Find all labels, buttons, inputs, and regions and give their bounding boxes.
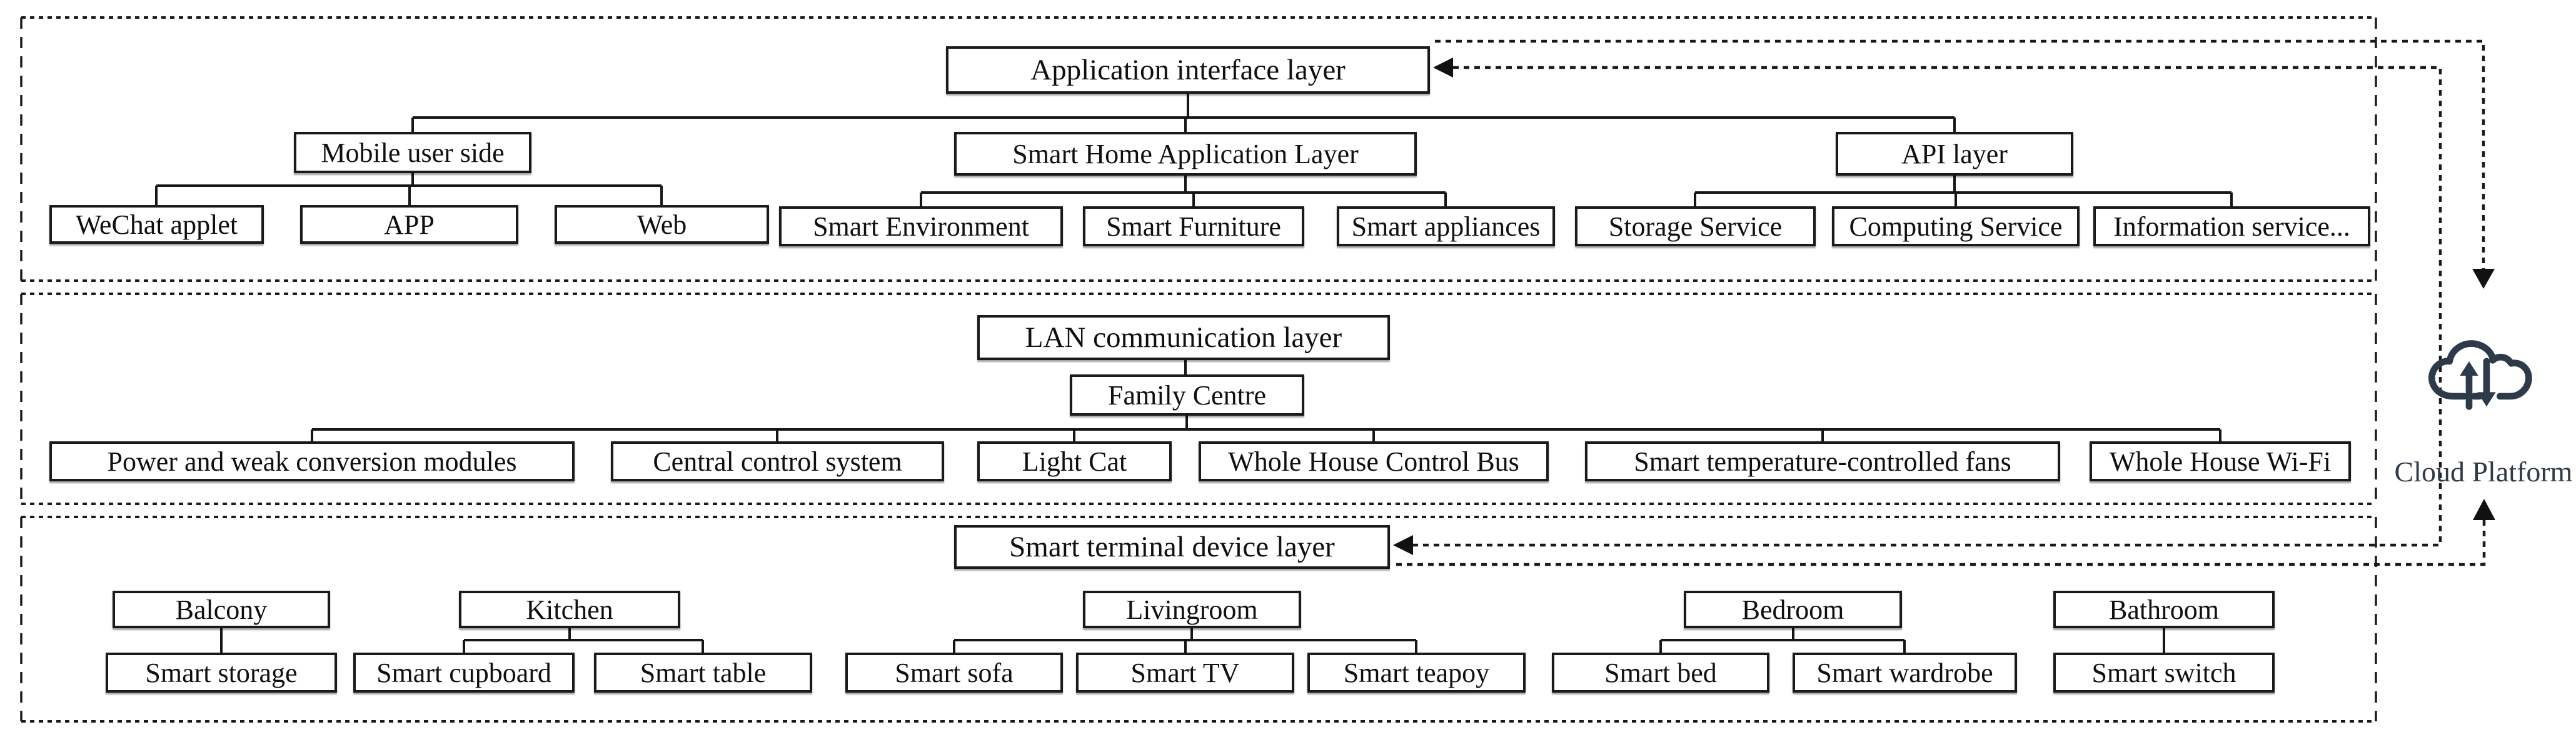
tree-connectors xyxy=(155,94,2233,653)
box-power-weak-conversion-modules: Power and weak conversion modules xyxy=(49,441,575,481)
box-smart-appliances: Smart appliances xyxy=(1337,206,1555,246)
layer-boundaries xyxy=(20,16,2377,723)
box-smart-sofa: Smart sofa xyxy=(845,653,1063,693)
arrow-left-into-terminal-layer-icon xyxy=(1393,535,1413,555)
box-computing-service: Computing Service xyxy=(1832,206,2080,246)
box-smart-environment: Smart Environment xyxy=(779,206,1063,246)
box-api-layer: API layer xyxy=(1836,132,2073,176)
box-smart-teapoy: Smart teapoy xyxy=(1307,653,1526,693)
box-application-interface-layer: Application interface layer xyxy=(946,46,1430,94)
box-smart-switch: Smart switch xyxy=(2053,653,2275,693)
cloud-links xyxy=(1393,39,2495,566)
box-web: Web xyxy=(555,205,769,244)
cloud-upload-download-icon xyxy=(2428,340,2532,410)
arrow-left-into-app-layer-icon xyxy=(1433,58,1453,78)
box-lan-communication-layer: LAN communication layer xyxy=(977,315,1390,360)
box-livingroom: Livingroom xyxy=(1083,591,1301,628)
box-kitchen: Kitchen xyxy=(459,591,680,628)
box-family-centre: Family Centre xyxy=(1070,374,1304,416)
box-balcony: Balcony xyxy=(113,591,330,628)
cloud-platform-label: Cloud Platform xyxy=(2394,456,2573,488)
arrow-up-icon xyxy=(2473,499,2495,520)
box-app: APP xyxy=(300,205,518,244)
box-smart-table: Smart table xyxy=(594,653,812,693)
box-smart-home-application-layer: Smart Home Application Layer xyxy=(954,132,1417,176)
arrow-down-icon xyxy=(2472,269,2495,289)
box-smart-storage: Smart storage xyxy=(106,653,337,693)
box-bedroom: Bedroom xyxy=(1684,591,1902,628)
box-whole-house-wifi: Whole House Wi-Fi xyxy=(2090,441,2351,481)
box-wechat-applet: WeChat applet xyxy=(49,205,264,244)
box-whole-house-control-bus: Whole House Control Bus xyxy=(1199,441,1549,481)
box-smart-bed: Smart bed xyxy=(1552,653,1769,693)
box-information-service: Information service... xyxy=(2093,206,2370,246)
cloud-to-layers-link xyxy=(1413,66,2442,547)
terminal-layer-to-cloud-link xyxy=(1396,508,2486,566)
box-bathroom: Bathroom xyxy=(2053,591,2275,628)
box-smart-tv: Smart TV xyxy=(1076,653,1294,693)
box-smart-temperature-controlled-fans: Smart temperature-controlled fans xyxy=(1585,441,2060,481)
box-smart-wardrobe: Smart wardrobe xyxy=(1793,653,2017,693)
box-central-control-system: Central control system xyxy=(611,441,944,481)
box-storage-service: Storage Service xyxy=(1575,206,1816,246)
box-mobile-user-side: Mobile user side xyxy=(294,132,531,173)
box-light-cat: Light Cat xyxy=(977,441,1172,481)
box-smart-cupboard: Smart cupboard xyxy=(353,653,575,693)
box-smart-furniture: Smart Furniture xyxy=(1083,206,1304,246)
box-smart-terminal-device-layer: Smart terminal device layer xyxy=(954,525,1390,569)
